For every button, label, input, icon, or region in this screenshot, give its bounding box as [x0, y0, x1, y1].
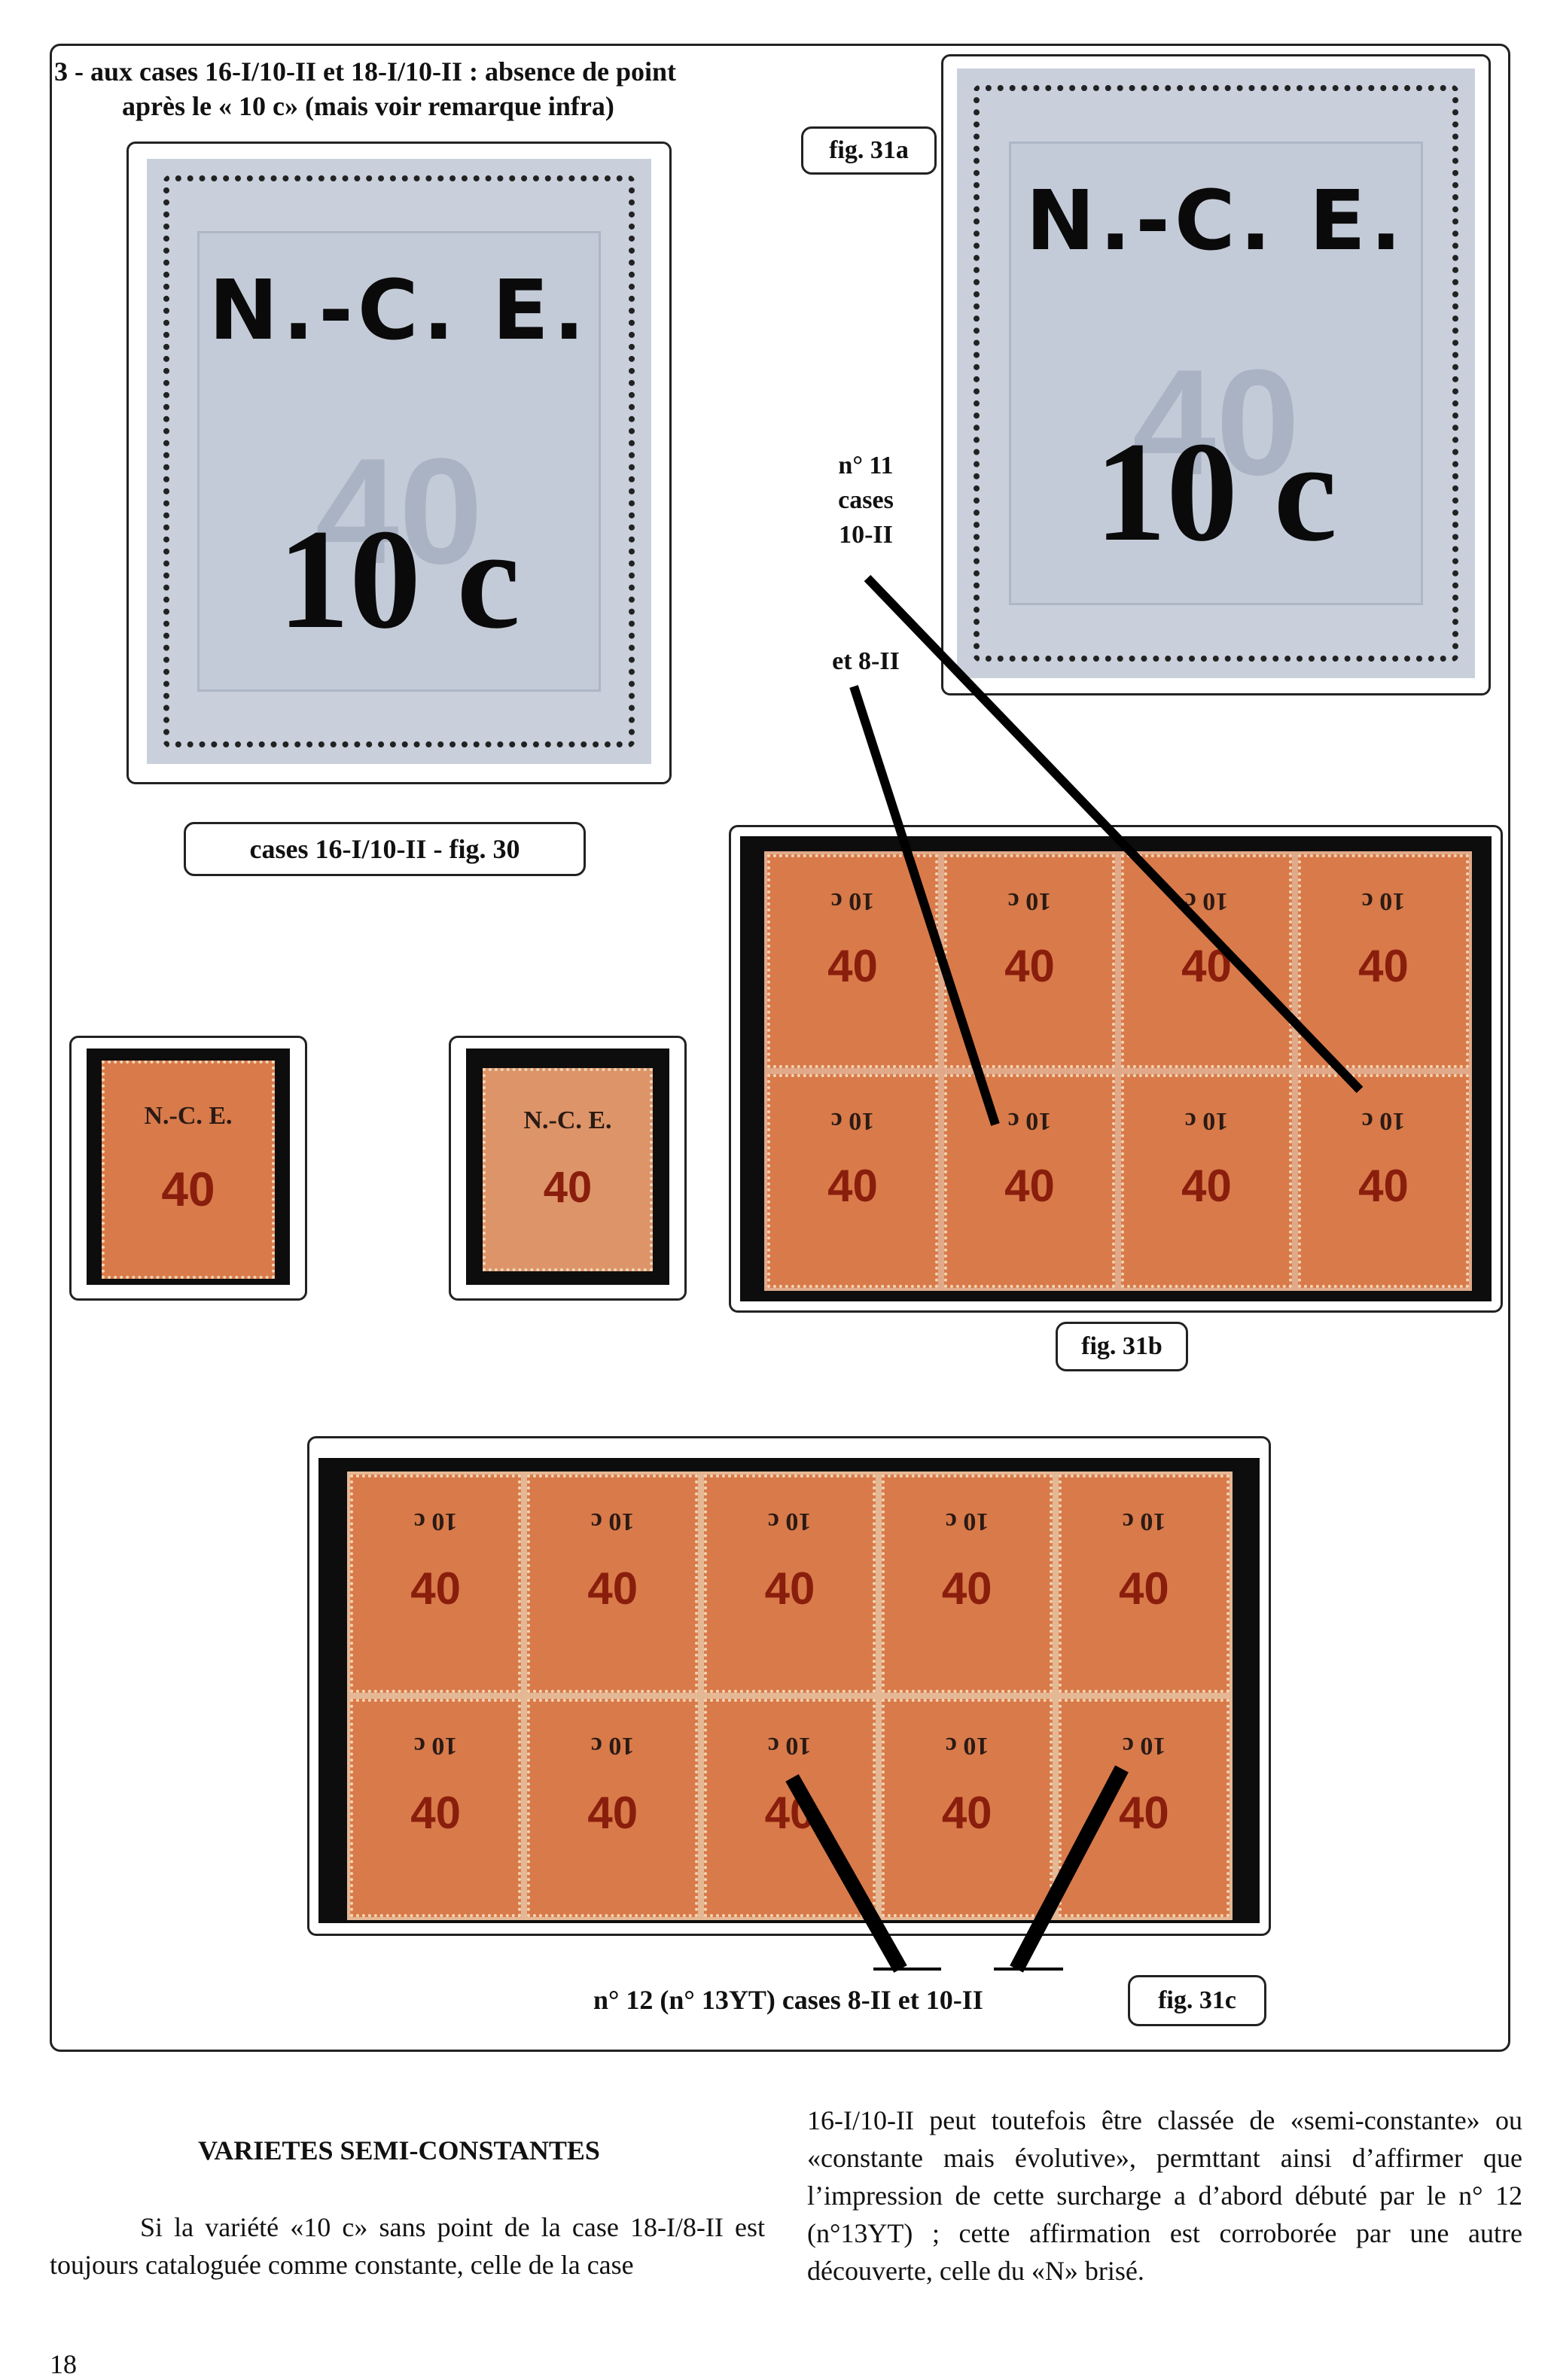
- single-stamp-2: 40 N.-C. E.: [483, 1068, 653, 1271]
- stamp-base-value: 40: [764, 1563, 815, 1614]
- page-number: 18: [50, 2349, 77, 2379]
- stamp-base-value: 40: [161, 1161, 215, 1216]
- stamp-base-value: 40: [827, 941, 878, 992]
- note-no11-line1: n° 11: [838, 452, 894, 479]
- stamp-base-value: 40: [410, 1787, 461, 1838]
- overprint-value: 10 c: [1095, 412, 1337, 571]
- overprint-nce: N.-C. E.: [209, 261, 590, 358]
- pointer-case8: [785, 1774, 907, 1973]
- stamp-base-value: 40: [1119, 1787, 1169, 1838]
- stamp-base-value: 40: [410, 1563, 461, 1614]
- overprint-nce: N.-C. E.: [144, 1101, 233, 1130]
- overprint-value: 10 c: [278, 501, 520, 659]
- stamp-base-value: 40: [587, 1787, 638, 1838]
- fig31c-label-text: fig. 31c: [1158, 1986, 1236, 2014]
- stamp-base-value: 40: [1358, 1161, 1409, 1212]
- stamp-base-value: 40: [587, 1563, 638, 1614]
- note-et8: et 8-II: [832, 647, 900, 675]
- note-no11-line3: 10-II: [839, 521, 893, 549]
- stamp-base-value: 40: [315, 427, 483, 595]
- stamp-base-design: [197, 231, 601, 692]
- ornament-border: [974, 85, 1458, 662]
- stamp-base-value: 40: [1004, 941, 1055, 992]
- overprint-nce: N.-C. E.: [523, 1106, 612, 1135]
- stamp-base-value: 40: [827, 1161, 878, 1212]
- note-no11-line2: cases: [838, 486, 894, 514]
- fig30-caption-text: cases 16-I/10-II - fig. 30: [249, 834, 520, 864]
- stamp-base-value: 40: [941, 1787, 992, 1838]
- pointer-case10: [1010, 1765, 1129, 1973]
- overprint-nce: N.-C. E.: [1025, 172, 1406, 269]
- page-frame: [50, 44, 1510, 2052]
- article-left-paragraph: Si la variété «10 c» sans point de la ca…: [50, 2212, 765, 2280]
- stamp-base-value: 40: [543, 1162, 593, 1212]
- pointer-et8: [849, 685, 1000, 1126]
- stamp-base-value: 40: [1181, 1161, 1232, 1212]
- article-title: VARIETES SEMI-CONSTANTES: [198, 2135, 600, 2165]
- fig31a-label-text: fig. 31a: [829, 136, 909, 164]
- fig31a-enlarged-box: 40 N.-C. E. 10 c: [941, 54, 1491, 695]
- fig30-enlarged-stamp: 40 N.-C. E. 10 c: [147, 159, 651, 764]
- single-stamp-1: 40 N.-C. E.: [102, 1061, 275, 1279]
- pointer-no11: [864, 574, 1364, 1094]
- note-no11: n° 11 cases 10-II: [798, 449, 934, 552]
- single-stamp-1-box: 40 N.-C. E.: [69, 1036, 307, 1301]
- article-right-paragraph: 16-I/10-II peut toutefois être classée d…: [807, 2105, 1522, 2286]
- stamp-base-value: 40: [1132, 339, 1300, 507]
- heading-line-2: après le « 10 c» (mais voir remarque inf…: [122, 91, 614, 121]
- stamp-base-value: 40: [941, 1563, 992, 1614]
- section-heading: 3 - aux cases 16-I/10-II et 18-I/10-II :…: [54, 54, 777, 123]
- fig30-caption: cases 16-I/10-II - fig. 30: [184, 822, 586, 876]
- heading-line-1: 3 - aux cases 16-I/10-II et 18-I/10-II :…: [54, 56, 676, 87]
- stamp-base-value: 40: [1358, 941, 1409, 992]
- stamp-base-value: 40: [1004, 1161, 1055, 1212]
- ornament-border: [163, 175, 635, 747]
- note-bottom: n° 12 (n° 13YT) cases 8-II et 10-II: [593, 1985, 983, 2015]
- fig31b-label: fig. 31b: [1056, 1322, 1188, 1371]
- stamp-base-value: 40: [1119, 1563, 1169, 1614]
- fig31c-label: fig. 31c: [1128, 1975, 1266, 2026]
- single-stamp-2-box: 40 N.-C. E.: [449, 1036, 687, 1301]
- fig31a-enlarged-stamp: 40 N.-C. E. 10 c: [957, 68, 1475, 678]
- stamp-base-design: [1008, 142, 1424, 605]
- fig30-enlarged-box: 40 N.-C. E. 10 c: [126, 142, 672, 784]
- fig31b-label-text: fig. 31b: [1081, 1332, 1162, 1360]
- fig31a-label: fig. 31a: [801, 126, 937, 175]
